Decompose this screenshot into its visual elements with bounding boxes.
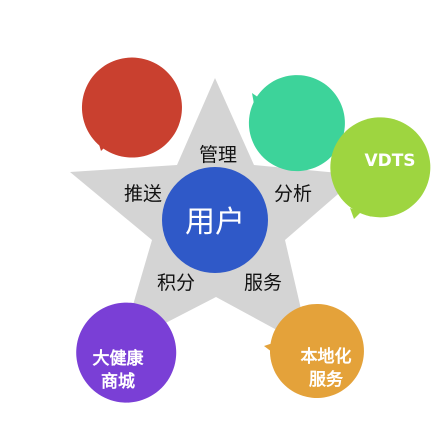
spoke-label-analyze: 分析 (274, 183, 312, 205)
node-vdts-label: VDTS (364, 151, 415, 171)
node-5g-platform[interactable]: 5G实现者 平台 (178, 27, 345, 172)
center-user-label: 用户 (185, 205, 245, 240)
node-local-service[interactable]: 本地化 服务 (264, 304, 364, 398)
spoke-label-points: 积分 (157, 272, 195, 294)
node-local-service-line2: 服务 (309, 369, 344, 390)
node-health-mall-line1: 大健康 (93, 348, 145, 369)
node-5g-platform-line1: 5G实现者 (178, 27, 255, 48)
node-data-center[interactable]: 数据 中心 (29, 57, 182, 190)
node-5g-platform-line2: 平台 (199, 49, 233, 70)
spoke-label-manage: 管理 (199, 144, 237, 166)
node-local-service-line1: 本地化 (301, 346, 352, 367)
node-data-center-line1: 数据 (29, 145, 63, 166)
spoke-label-push: 推送 (124, 183, 162, 205)
node-vdts[interactable]: VDTS (330, 117, 431, 219)
node-health-mall-line2: 商城 (101, 371, 135, 392)
node-data-center-line2: 中心 (29, 169, 63, 190)
spoke-label-service: 服务 (244, 272, 282, 294)
center-user[interactable]: 用户 (162, 167, 268, 273)
node-health-mall[interactable]: 大健康 商城 (76, 302, 177, 403)
